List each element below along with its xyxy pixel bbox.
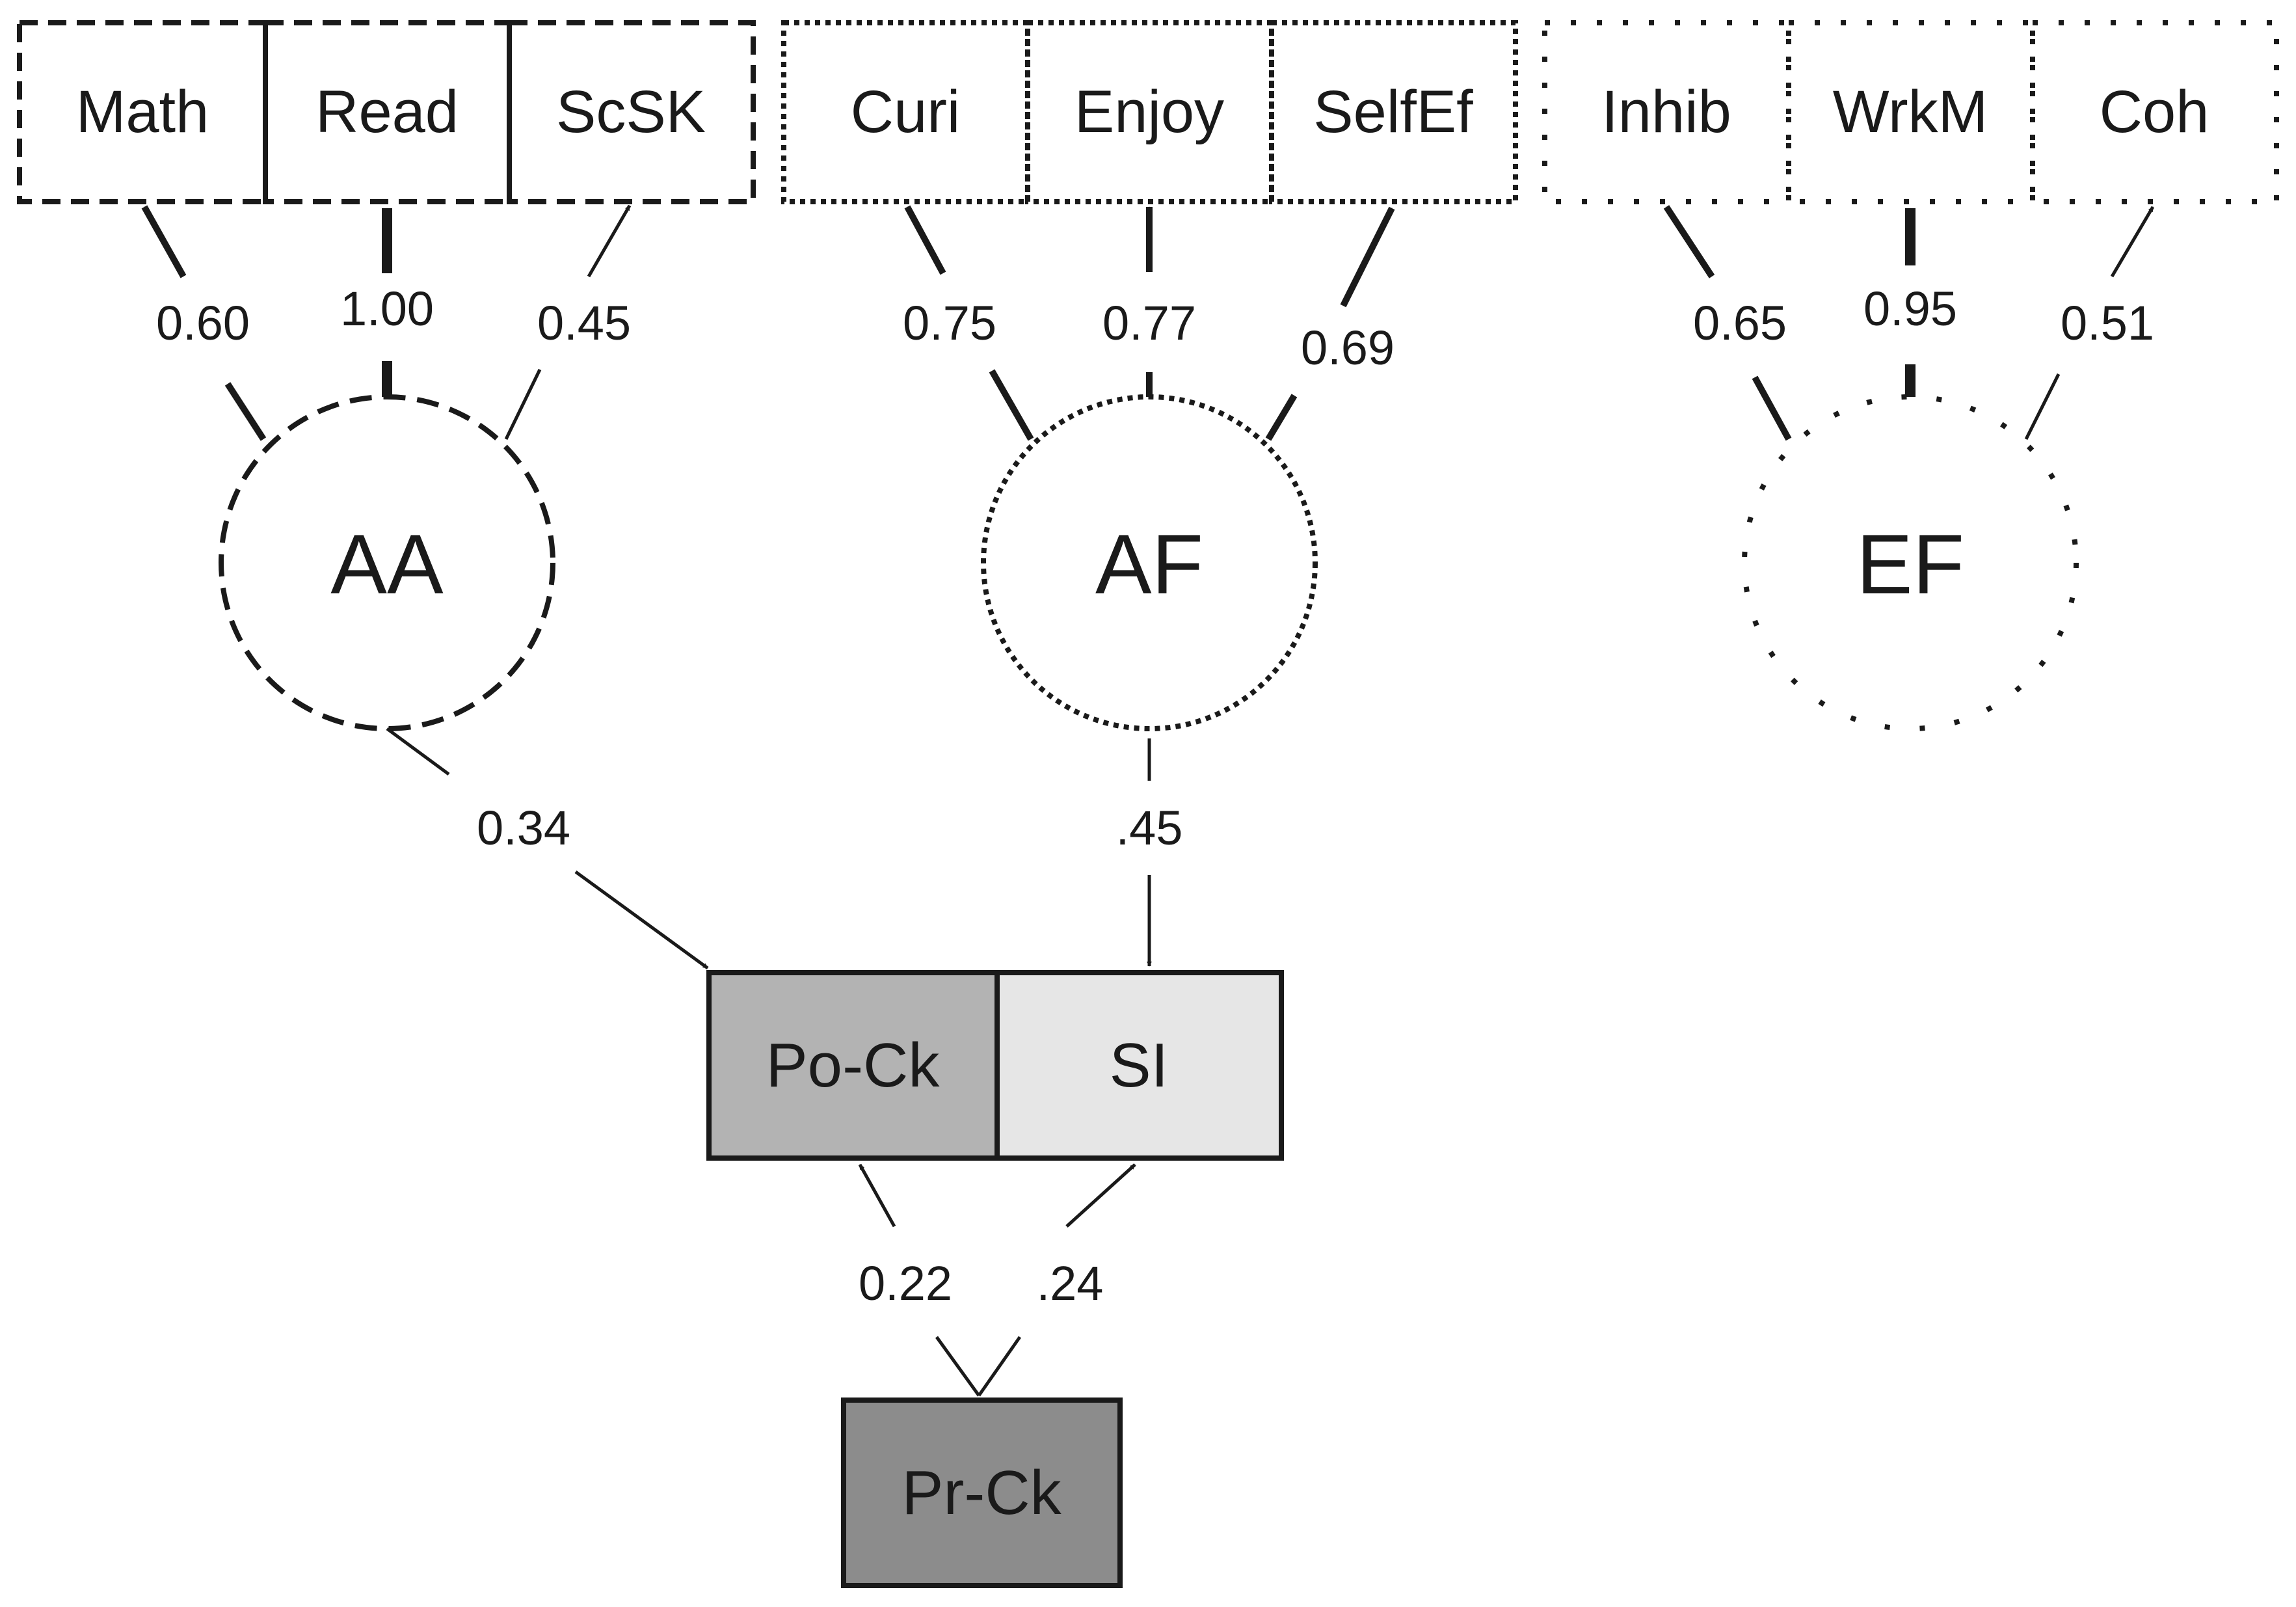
indicator-box-selfef <box>1269 20 1518 204</box>
outcome-label-pock: Po-Ck <box>766 1031 941 1100</box>
indicator-group-aa <box>17 20 756 204</box>
latent-label-af: AF <box>1095 517 1203 612</box>
outcome-box-prck <box>841 1398 1123 1588</box>
indicator-group-ef <box>1542 20 2279 204</box>
indicator-box-curi <box>781 20 1030 204</box>
outcome-label-si: SI <box>1110 1031 1169 1100</box>
loading-arrow-ef-coh <box>2024 206 2155 440</box>
loading-label-aa-math: 0.60 <box>156 296 250 350</box>
indicator-label-curi: Curi <box>851 79 961 145</box>
indicator-label-read: Read <box>315 79 459 145</box>
path-label-prck-pock: 0.22 <box>859 1256 952 1310</box>
loading-label-ef-coh: 0.51 <box>2061 296 2154 350</box>
indicator-label-math: Math <box>76 79 209 145</box>
latent-label-ef: EF <box>1856 517 1964 612</box>
loading-arrow-ef-inhib <box>1663 205 1792 441</box>
loading-arrow-aa-scsk <box>504 204 632 440</box>
path-label-af-si: .45 <box>1116 801 1183 855</box>
indicator-label-wrkm: WrkM <box>1833 79 1988 145</box>
loading-label-aa-scsk: 0.45 <box>537 296 631 350</box>
loading-arrow-af-selfef <box>1265 206 1395 441</box>
loading-label-aa-read: 1.00 <box>340 282 434 336</box>
loading-arrow-af-curi <box>904 205 1034 441</box>
loading-arrow-aa-math <box>141 205 267 441</box>
outcome-label-prck: Pr-Ck <box>901 1458 1061 1528</box>
outcome-box-si <box>994 970 1284 1161</box>
loading-label-af-selfef: 0.69 <box>1301 321 1395 375</box>
indicator-box-read <box>263 20 512 204</box>
outcome-box-pock <box>706 970 1000 1161</box>
indicator-label-scsk: ScSK <box>556 79 706 145</box>
indicator-box-inhib <box>1542 20 1791 204</box>
path-arrow-prck-si <box>977 1163 1136 1397</box>
path-label-prck-si: .24 <box>1037 1256 1104 1310</box>
loading-label-af-curi: 0.75 <box>903 296 996 350</box>
indicator-box-wrkm <box>1786 20 2035 204</box>
indicator-box-math <box>17 20 268 204</box>
indicator-label-coh: Coh <box>2100 79 2209 145</box>
loading-label-ef-inhib: 0.65 <box>1693 296 1787 350</box>
indicator-label-selfef: SelfEf <box>1313 79 1473 145</box>
path-arrow-aa-pock <box>386 727 709 970</box>
indicator-box-coh <box>2030 20 2279 204</box>
loading-label-af-enjoy: 0.77 <box>1102 296 1196 350</box>
path-label-aa-pock: 0.34 <box>477 801 570 855</box>
indicator-box-scsk <box>507 20 756 204</box>
latent-circle-ef <box>1742 394 2079 731</box>
latent-label-aa: AA <box>330 517 444 612</box>
indicator-label-enjoy: Enjoy <box>1075 79 1224 145</box>
indicator-label-inhib: Inhib <box>1601 79 1731 145</box>
indicator-group-af <box>781 20 1518 204</box>
loading-label-ef-wrkm: 0.95 <box>1863 282 1957 336</box>
path-arrow-prck-pock <box>858 1163 981 1397</box>
indicator-box-enjoy <box>1025 20 1274 204</box>
